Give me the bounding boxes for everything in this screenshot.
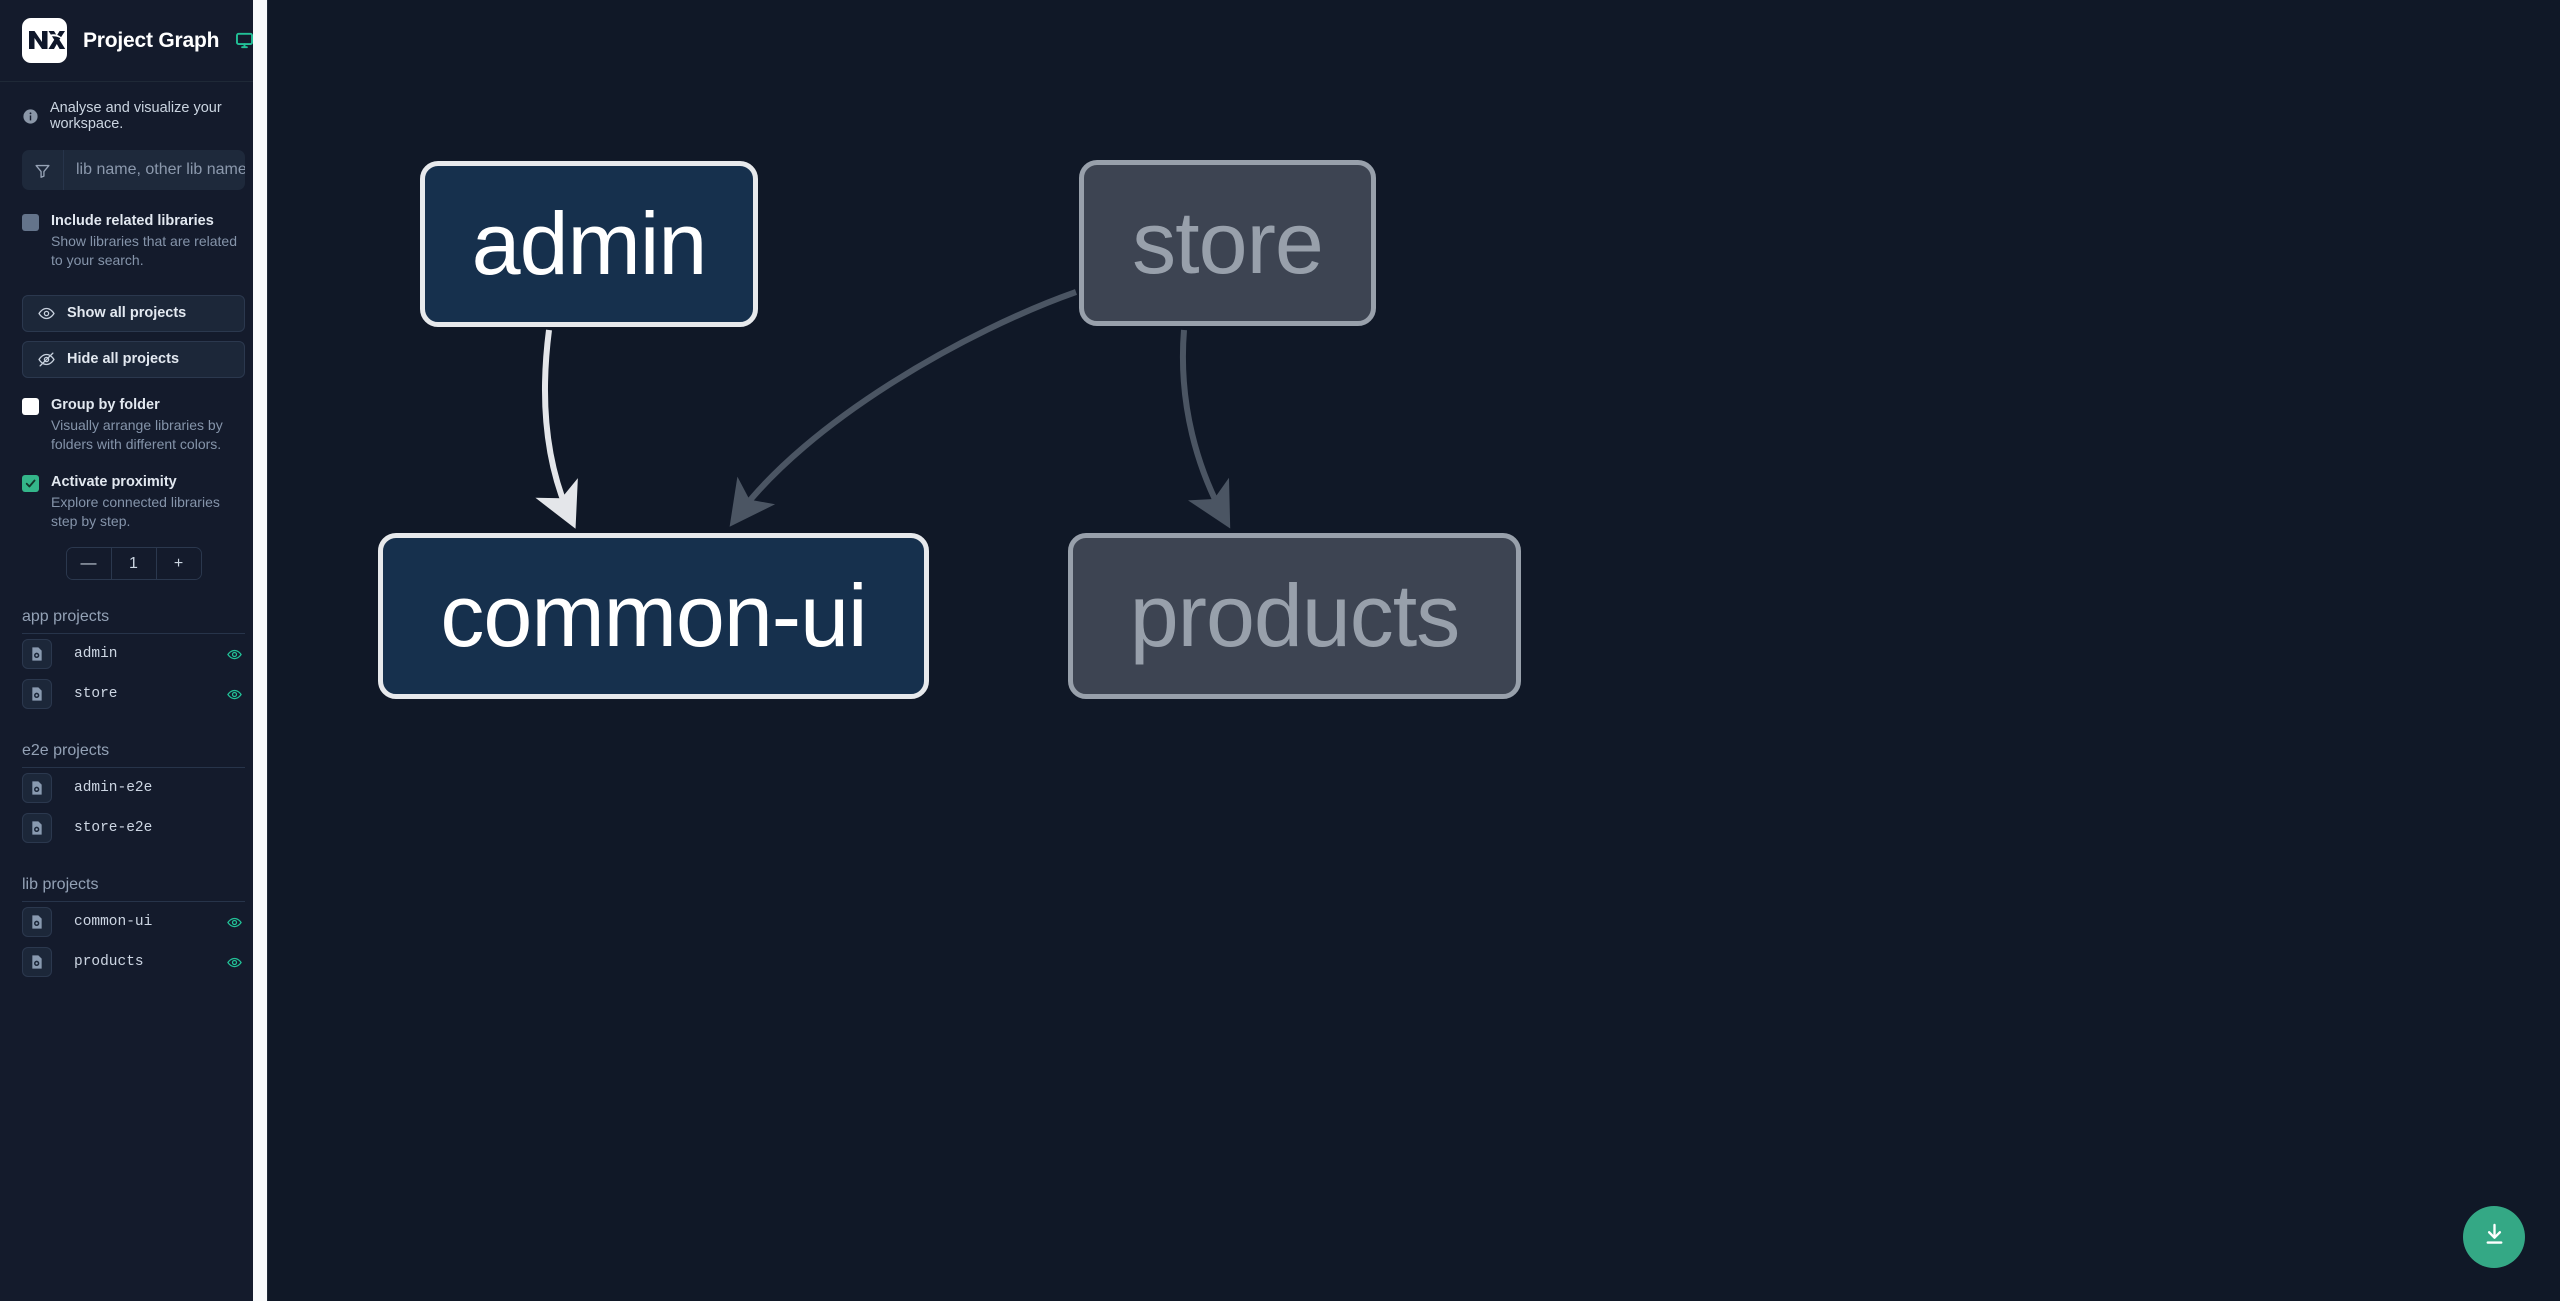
sidebar: Project Graph Analyse and visualize your… [0,0,268,1301]
option-title: Include related libraries [51,213,214,229]
option-title: Activate proximity [51,473,177,490]
filter-icon[interactable] [22,150,64,190]
list-item[interactable]: store-e2e [22,808,245,848]
edge-admin-to-common-ui [535,329,578,529]
project-name[interactable]: admin [74,646,118,663]
page-title: Project Graph [83,28,220,52]
eye-icon[interactable] [223,687,245,702]
project-name[interactable]: common-ui [74,914,153,931]
node-label: admin [471,194,708,293]
group-lib-projects: lib projects common-ui [0,848,267,982]
list-item[interactable]: store [22,674,245,714]
list-item[interactable]: admin-e2e [22,768,245,808]
edge-store-to-products [1179,329,1231,529]
include-related-libraries-checkbox[interactable] [22,214,39,231]
option-description: Visually arrange libraries by folders wi… [51,416,223,453]
option-description: Show libraries that are related to your … [51,233,237,269]
button-label: Hide all projects [67,351,180,368]
graph-node-products[interactable]: products [1068,533,1521,699]
graph-edges [535,289,1231,529]
show-all-projects-button[interactable]: Show all projects [22,294,245,332]
node-label: store [1132,193,1324,292]
group-e2e-projects: e2e projects admin-e2e [0,714,267,848]
eye-icon [38,305,55,322]
option-group-by-folder[interactable]: Group by folder Visually arrange librari… [0,378,267,455]
tagline-text: Analyse and visualize your workspace. [50,100,222,132]
project-name[interactable]: products [74,954,144,971]
download-icon [2481,1221,2508,1253]
project-file-icon[interactable] [22,679,52,710]
project-name[interactable]: store-e2e [74,820,153,837]
eye-icon[interactable] [223,955,245,970]
graph-node-admin[interactable]: admin [420,161,758,327]
proximity-value: 1 [110,548,157,580]
proximity-stepper: — 1 + [65,547,202,581]
graph-node-store[interactable]: store [1079,160,1376,326]
download-graph-button[interactable] [2463,1206,2525,1268]
list-item[interactable]: admin [22,634,245,674]
project-file-icon[interactable] [22,773,52,804]
eye-off-icon [38,351,55,368]
option-activate-proximity[interactable]: Activate proximity Explore connected lib… [0,455,267,532]
search-area [0,146,267,190]
eye-icon[interactable] [223,647,245,662]
sidebar-scrollbar[interactable] [253,0,267,1301]
group-app-projects: app projects admin [0,580,267,714]
node-label: products [1129,566,1461,665]
project-graph-canvas[interactable]: admin store common-ui products [268,0,2560,1301]
option-include-related-libraries[interactable]: Include related libraries Show libraries… [0,190,267,271]
edge-store-to-common-ui [729,289,1077,527]
proximity-stepper-area: — 1 + [0,531,267,581]
list-item[interactable]: products [22,942,245,982]
option-title: Group by folder [51,396,160,413]
search-box[interactable] [22,150,245,190]
node-label: common-ui [440,566,867,665]
project-visibility-buttons: Show all projects Hide all projects [0,271,267,378]
group-heading: app projects [22,580,245,635]
project-file-icon[interactable] [22,907,52,938]
group-heading: lib projects [22,848,245,903]
project-file-icon[interactable] [22,639,52,670]
graph-node-common-ui[interactable]: common-ui [378,533,929,699]
sidebar-header: Project Graph [0,0,267,82]
group-heading: e2e projects [22,714,245,769]
search-input[interactable] [64,150,245,190]
sidebar-tagline: Analyse and visualize your workspace. [0,82,267,146]
activate-proximity-checkbox[interactable] [22,474,39,492]
hide-all-projects-button[interactable]: Hide all projects [22,340,245,378]
proximity-increment-button[interactable]: + [156,548,201,580]
info-icon [22,108,39,125]
group-by-folder-checkbox[interactable] [22,397,39,415]
project-file-icon[interactable] [22,813,52,844]
project-name[interactable]: store [74,686,118,703]
eye-icon[interactable] [223,915,245,930]
list-item[interactable]: common-ui [22,902,245,942]
nx-logo-icon [22,18,67,63]
project-name[interactable]: admin-e2e [74,780,153,797]
option-description: Explore connected libraries step by step… [51,493,220,529]
button-label: Show all projects [67,305,187,322]
proximity-decrement-button[interactable]: — [66,548,111,580]
monitor-icon[interactable] [235,31,254,50]
project-file-icon[interactable] [22,947,52,978]
